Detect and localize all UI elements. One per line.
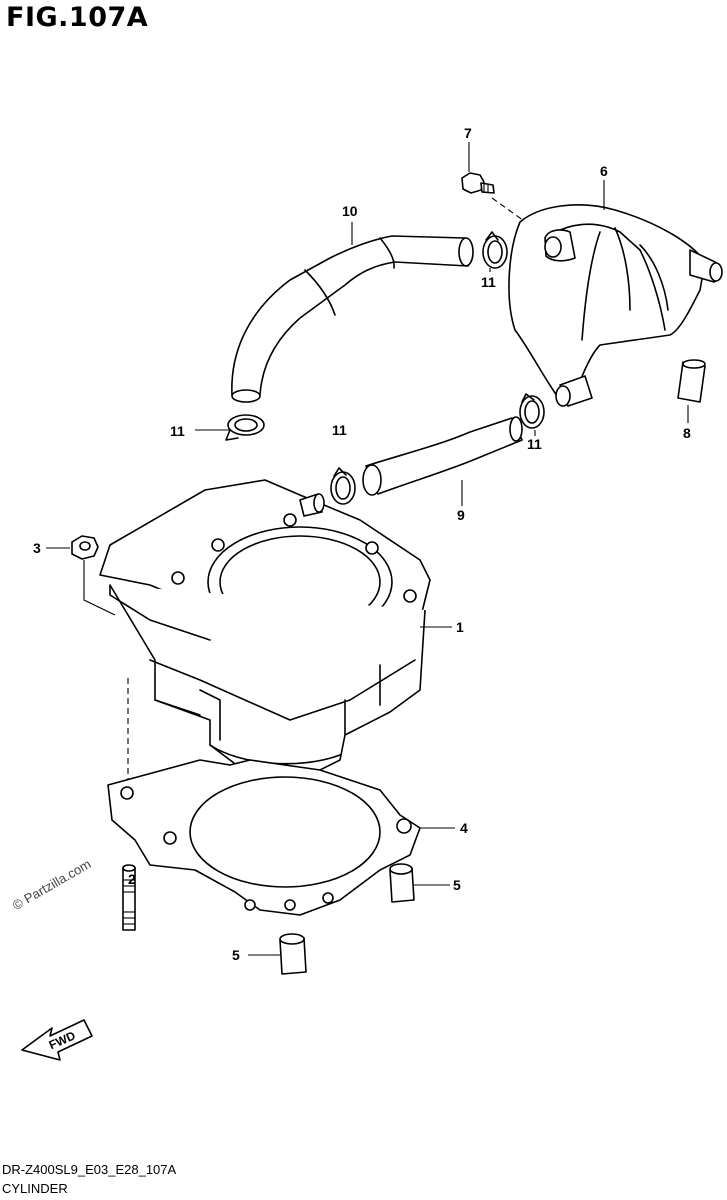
label-part-1: 1 [456, 619, 464, 635]
label-part-5-right: 5 [453, 877, 461, 893]
label-part-10: 10 [342, 203, 358, 219]
label-part-3: 3 [33, 540, 41, 556]
label-part-6: 6 [600, 163, 608, 179]
label-part-5-lower: 5 [232, 947, 240, 963]
gasket-part-4[interactable] [107, 759, 421, 916]
dowel-part-5-right[interactable] [389, 863, 415, 903]
figure-name: CYLINDER [2, 1181, 68, 1196]
hose-part-9[interactable] [362, 416, 523, 496]
label-part-11-right: 11 [527, 436, 542, 452]
label-part-11-upper: 11 [481, 274, 496, 290]
label-part-11-center: 11 [332, 422, 347, 438]
label-part-8: 8 [683, 425, 691, 441]
figure-title: FIG.107A [6, 2, 149, 33]
fwd-arrow-icon: FWD [21, 1019, 93, 1061]
clamp-part-11-cylinder[interactable] [330, 467, 356, 505]
nut-leader [83, 560, 116, 616]
label-part-9: 9 [457, 507, 465, 523]
nut-part-3[interactable] [71, 535, 99, 560]
clamp-part-11-upper[interactable] [482, 231, 508, 269]
stud-part-2[interactable] [122, 864, 136, 931]
cylinder-part-1[interactable] [99, 479, 431, 781]
label-part-4: 4 [460, 820, 468, 836]
label-part-11-left: 11 [170, 423, 185, 439]
dowel-part-5-lower[interactable] [279, 933, 307, 975]
hose-part-10[interactable] [231, 235, 474, 403]
label-part-2: 2 [128, 871, 136, 887]
bolt-guide-line [491, 197, 549, 239]
clamp-part-11-right[interactable] [519, 393, 545, 429]
label-part-7: 7 [464, 125, 472, 141]
water-housing-part-6[interactable] [508, 204, 723, 407]
rubber-part-8[interactable] [677, 359, 706, 403]
clamp-part-11-lower-left[interactable] [225, 414, 265, 441]
bolt-part-7[interactable] [461, 172, 495, 194]
figure-code: DR-Z400SL9_E03_E28_107A [2, 1162, 177, 1177]
